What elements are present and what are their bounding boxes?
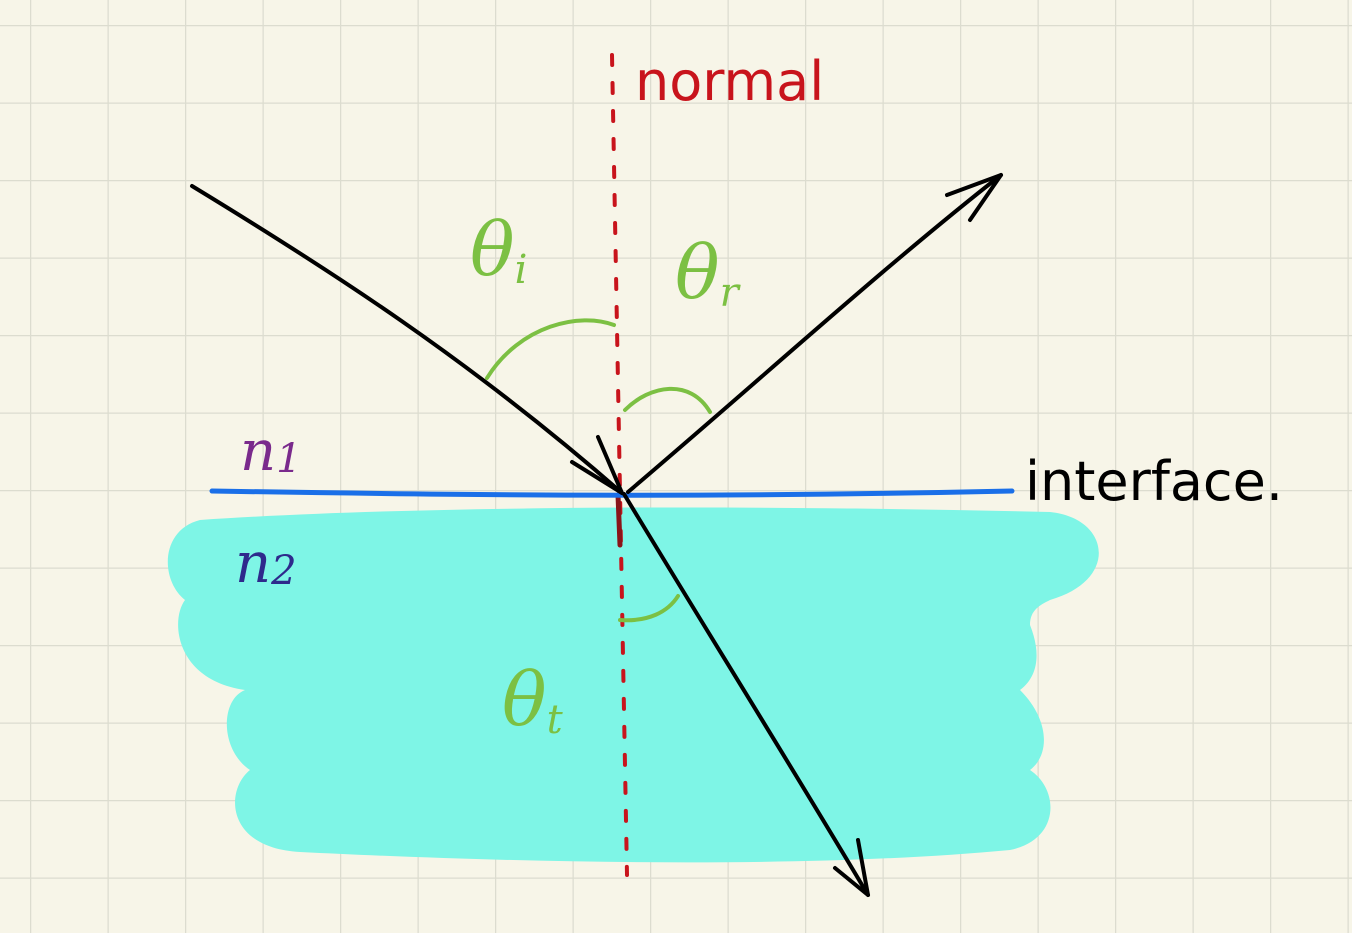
n2-symbol: n: [235, 531, 271, 596]
normal-label: normal: [635, 50, 824, 113]
normal-line-near-interface: [615, 492, 623, 548]
theta-t-arc: [618, 594, 680, 623]
theta-i-label: θi: [470, 207, 527, 293]
transmitted-arrowhead-icon: [833, 838, 870, 897]
theta-t-label: θt: [502, 657, 564, 743]
theta-t-symbol: θ: [502, 657, 547, 743]
theta-i-arc: [485, 318, 616, 380]
n1-sub: 1: [276, 436, 301, 482]
reflected-arrowhead-icon: [945, 173, 1003, 222]
transmitted-ray: [622, 492, 870, 897]
theta-t-sub: t: [547, 697, 564, 743]
theta-i-symbol: θ: [470, 207, 515, 293]
n1-label: n1: [240, 419, 302, 484]
medium-2-fill: [167, 507, 1099, 863]
normal-line: [610, 53, 629, 877]
n1-symbol: n: [240, 419, 276, 484]
theta-r-symbol: θ: [675, 230, 720, 316]
incident-ray: [190, 184, 624, 495]
interface-line: [209, 488, 1015, 498]
n2-sub: 2: [270, 548, 296, 594]
angle-arcs: [485, 318, 712, 623]
theta-r-sub: r: [720, 270, 742, 316]
theta-r-label: θr: [675, 230, 742, 316]
theta-i-sub: i: [515, 247, 528, 293]
n2-label: n2: [235, 531, 297, 596]
theta-r-arc: [623, 386, 712, 414]
interface-label: interface.: [1025, 450, 1283, 513]
incident-arrowhead-icon: [570, 435, 624, 495]
reflected-ray: [626, 173, 1003, 494]
